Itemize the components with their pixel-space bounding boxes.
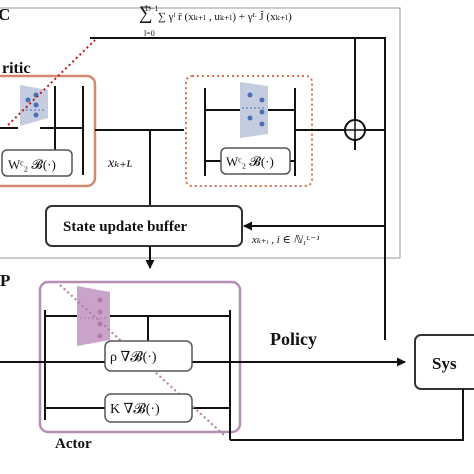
sum-formula: ∑ γˡ r̄ (xₖ₊ₗ , uₖ₊ₗ) + γᴸ Ĵ (xₖ₊ₗ): [158, 11, 292, 23]
sum-symbol: ∑: [139, 3, 153, 24]
top-feedback-line: [90, 37, 386, 340]
policy-label: Policy: [270, 329, 317, 349]
x-k-plus-L-label: xₖ₊ʟ: [107, 156, 132, 171]
critic-right-network: [240, 82, 268, 138]
critic-region-frame: [0, 7, 401, 258]
state-update-buffer-box: [45, 205, 243, 247]
red-dotted-link: [7, 39, 96, 126]
corner-label: C: [0, 5, 10, 24]
system-label: Sys: [432, 354, 457, 373]
actor-box: [38, 280, 242, 434]
critic-left-basis: Wᶜ₂ 𝓑(·): [8, 157, 56, 172]
critic-title: ritic: [2, 60, 30, 77]
mpc-title: P: [0, 271, 10, 290]
critic-box-right: [185, 75, 313, 187]
k-grad-box: [104, 393, 193, 423]
sum-upper-limit: L−1: [145, 4, 158, 13]
actor-label: Actor: [55, 436, 92, 452]
critic-left-basis-box: [1, 149, 73, 177]
sum-lower-limit: l=0: [144, 29, 155, 38]
rho-grad-label: ρ ∇𝓑(·): [110, 350, 157, 365]
k-grad-label: K ∇𝓑(·): [110, 402, 160, 417]
critic-right-basis: Wᶜ₂ 𝓑(·): [226, 154, 274, 169]
x-k-plus-i-label: xₖ₊ᵢ , i ∈ ℕ₁ᴸ⁻¹: [251, 234, 320, 246]
system-box: [414, 334, 474, 390]
critic-left-network: [20, 85, 48, 126]
state-update-buffer-label: State update buffer: [63, 219, 188, 235]
rho-grad-box: [104, 340, 193, 372]
critic-right-basis-box: [220, 147, 291, 175]
bottom-feedback-line: [230, 389, 464, 441]
